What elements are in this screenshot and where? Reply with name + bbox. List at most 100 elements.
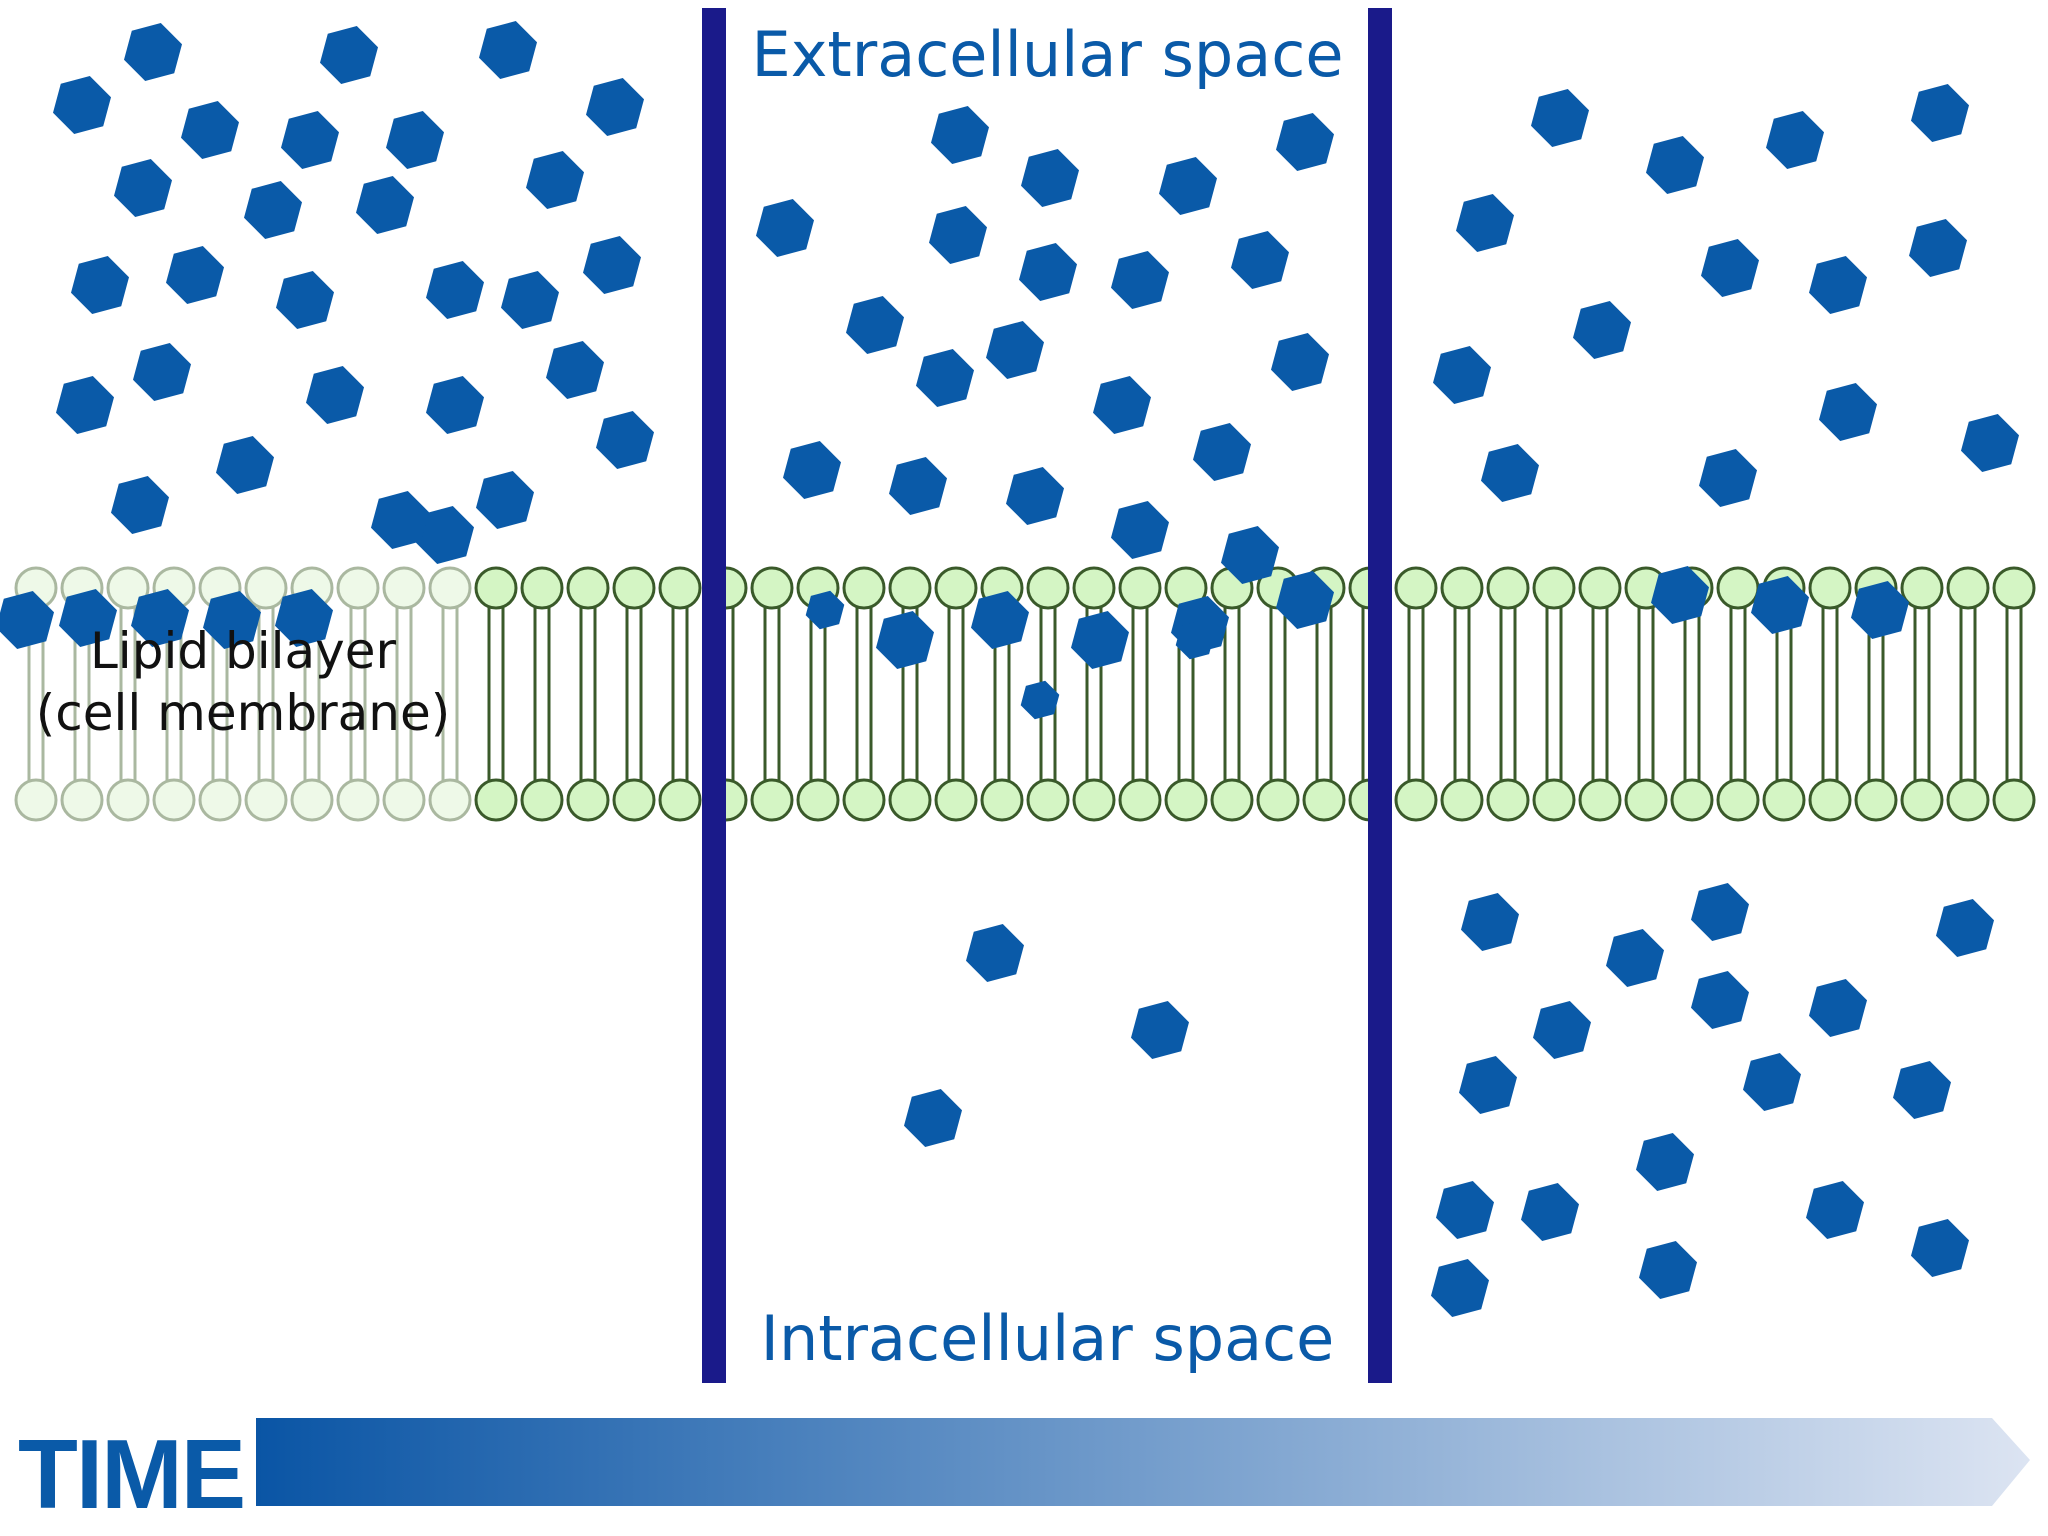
molecule [1481, 444, 1539, 502]
lipid-head [152, 778, 196, 822]
lipid-head [1440, 778, 1484, 822]
molecule [1276, 113, 1334, 171]
phospholipid [1394, 566, 1438, 822]
lipid-head [1118, 778, 1162, 822]
molecule [1021, 149, 1079, 207]
phospholipid [1716, 566, 1760, 822]
phospholipid [1440, 566, 1484, 822]
molecule [1743, 1053, 1801, 1111]
molecule [583, 236, 641, 294]
lipid-bilayer [14, 566, 2036, 822]
molecule [306, 366, 364, 424]
molecule [59, 589, 117, 647]
molecule [386, 111, 444, 169]
molecule [1276, 571, 1334, 629]
phospholipid [1118, 566, 1162, 822]
lipid-head [1256, 778, 1300, 822]
molecule-crossing [1020, 680, 1060, 720]
molecule [546, 341, 604, 399]
phospholipid [842, 566, 886, 822]
molecule [1651, 566, 1709, 624]
lipid-head [290, 778, 334, 822]
lipid-head [1900, 778, 1944, 822]
lipid-head [1026, 778, 1070, 822]
lipid-head [1440, 566, 1484, 610]
lipid-head [1532, 566, 1576, 610]
molecule [783, 441, 841, 499]
molecule [501, 271, 559, 329]
phospholipid [1946, 566, 1990, 822]
molecule-crossing [805, 590, 845, 630]
phospholipid [750, 566, 794, 822]
molecule [1533, 1001, 1591, 1059]
molecule [931, 106, 989, 164]
lipid-head [106, 778, 150, 822]
phospholipid [934, 566, 978, 822]
lipid-head [1394, 778, 1438, 822]
lipid-head [1486, 566, 1530, 610]
molecule [966, 924, 1024, 982]
molecule [1911, 1219, 1969, 1277]
phospholipid [474, 566, 518, 822]
divider-right [1368, 8, 1392, 1383]
intracellular-label: Intracellular space [760, 1302, 1335, 1375]
phospholipid [612, 566, 656, 822]
molecule [1431, 1259, 1489, 1317]
molecule [131, 589, 189, 647]
molecule [244, 181, 302, 239]
lipid-head [980, 778, 1024, 822]
lipid-head [566, 566, 610, 610]
molecule [1531, 89, 1589, 147]
lipid-head [336, 566, 380, 610]
molecule [281, 111, 339, 169]
phospholipid [1486, 566, 1530, 822]
lipid-head [106, 566, 150, 610]
molecule [904, 1089, 962, 1147]
molecule [203, 591, 261, 649]
molecule [356, 176, 414, 234]
molecule [166, 246, 224, 304]
phospholipid [1900, 566, 1944, 822]
lipid-head [1486, 778, 1530, 822]
molecule [1456, 194, 1514, 252]
lipid-label-line1: Lipid bilayer [89, 622, 397, 680]
molecule [275, 589, 333, 647]
molecule [1646, 136, 1704, 194]
molecule [1851, 581, 1909, 639]
lipid-head [520, 566, 564, 610]
molecule [1691, 883, 1749, 941]
molecule [1751, 576, 1809, 634]
stage-dividers [702, 8, 1392, 1383]
lipid-label-line2: (cell membrane) [35, 684, 451, 742]
lipid-head [1578, 778, 1622, 822]
phospholipid [520, 566, 564, 822]
phospholipid [428, 566, 472, 822]
phospholipid [658, 566, 702, 822]
phospholipid [382, 566, 426, 822]
molecule [1639, 1241, 1697, 1299]
molecule [320, 26, 378, 84]
phospholipid [106, 566, 150, 822]
molecule [1093, 376, 1151, 434]
molecule [1806, 1181, 1864, 1239]
molecule [1701, 239, 1759, 297]
molecule [426, 261, 484, 319]
molecule [1699, 449, 1757, 507]
lipid-head [1072, 566, 1116, 610]
lipid-head [1992, 778, 2036, 822]
molecule [71, 256, 129, 314]
lipid-head [1946, 778, 1990, 822]
phospholipid [566, 566, 610, 822]
lipid-head [566, 778, 610, 822]
molecule [756, 199, 814, 257]
lipid-head [1716, 778, 1760, 822]
extracellular-label: Extracellular space [751, 18, 1344, 91]
lipid-head [1900, 566, 1944, 610]
lipid-head [336, 778, 380, 822]
molecule [876, 611, 934, 669]
molecule [1221, 526, 1279, 584]
molecule [124, 23, 182, 81]
lipid-head [1578, 566, 1622, 610]
lipid-head [382, 778, 426, 822]
lipid-head [244, 566, 288, 610]
